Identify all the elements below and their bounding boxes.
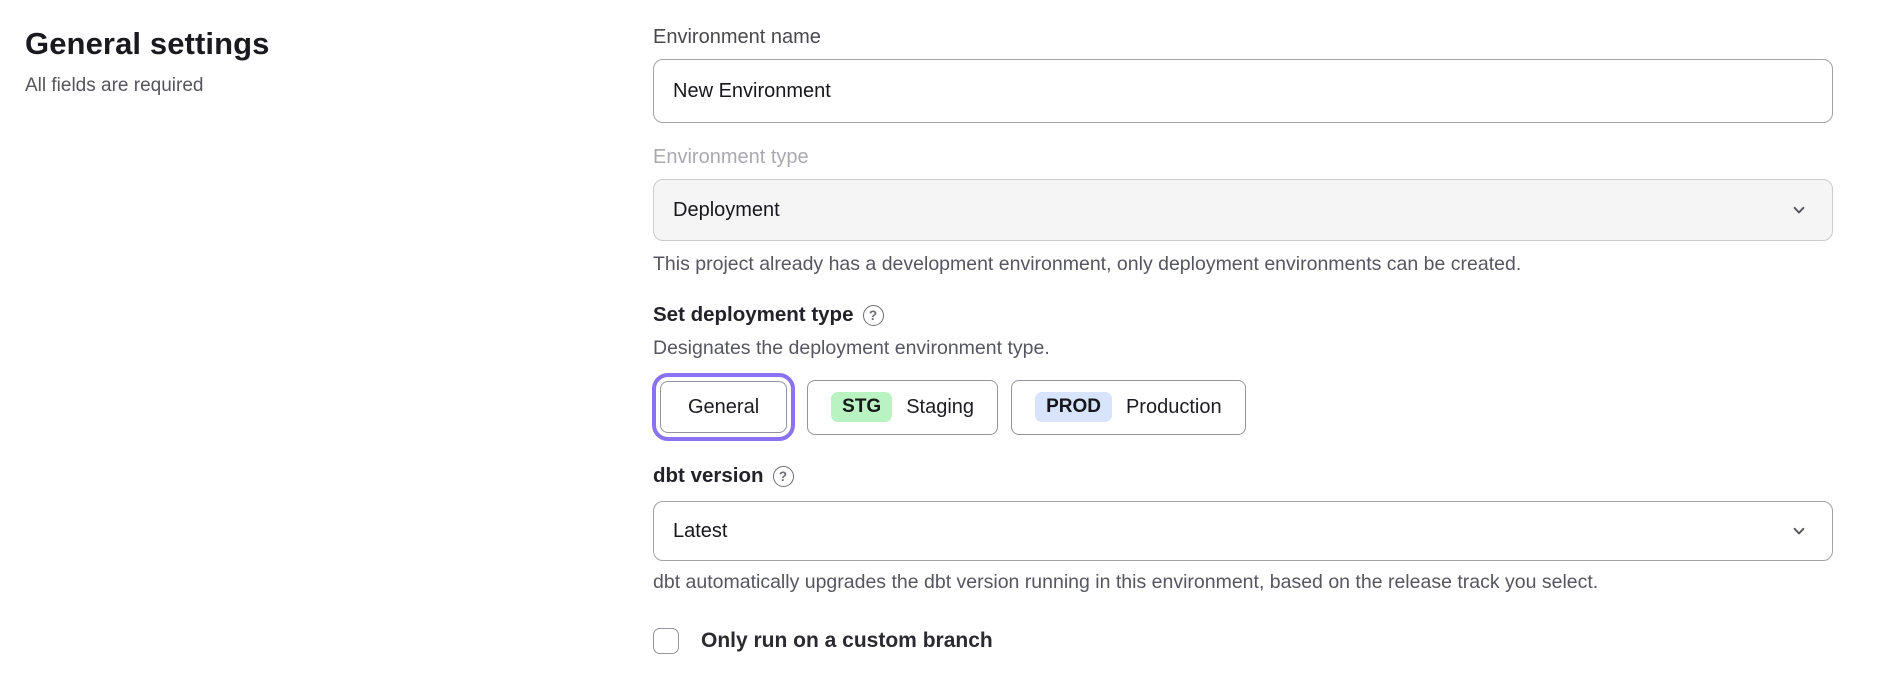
page-title: General settings <box>25 26 270 61</box>
settings-header: General settings All fields are required <box>0 0 653 654</box>
dbt-version-helper: dbt automatically upgrades the dbt versi… <box>653 571 1599 593</box>
settings-form: Environment name Environment type Deploy… <box>651 0 1833 654</box>
deployment-type-general-label: General <box>688 395 760 418</box>
deployment-type-general-button[interactable]: General <box>651 373 796 441</box>
dbt-version-heading: dbt version <box>653 464 764 487</box>
help-icon[interactable]: ? <box>772 465 794 487</box>
chevron-down-icon <box>1793 206 1805 214</box>
help-icon[interactable]: ? <box>862 304 884 326</box>
deployment-type-staging-label: Staging <box>906 395 975 418</box>
deployment-type-heading: Set deployment type <box>653 303 854 326</box>
environment-type-label: Environment type <box>653 146 809 168</box>
environment-type-select[interactable]: Deployment <box>653 179 1833 241</box>
environment-settings-page: General settings All fields are required… <box>0 0 1833 654</box>
deployment-type-production-button[interactable]: PROD Production <box>1011 379 1246 435</box>
deployment-type-production-label: Production <box>1125 395 1222 418</box>
deployment-type-staging-button[interactable]: STG Staging <box>807 379 999 435</box>
production-badge: PROD <box>1035 392 1112 422</box>
dbt-version-field: dbt version ? Latest dbt automatically u… <box>653 464 1833 594</box>
environment-name-field: Environment name <box>653 26 1833 123</box>
environment-type-helper: This project already has a development e… <box>653 253 1522 275</box>
custom-branch-label[interactable]: Only run on a custom branch <box>701 629 993 652</box>
page-subtitle: All fields are required <box>25 75 204 96</box>
environment-name-label: Environment name <box>653 26 821 48</box>
custom-branch-checkbox[interactable] <box>653 628 679 654</box>
chevron-down-icon <box>1793 527 1805 535</box>
staging-badge: STG <box>831 392 893 422</box>
custom-branch-row: Only run on a custom branch <box>653 628 1833 654</box>
deployment-type-options: General STG Staging PROD Production <box>651 373 1833 441</box>
environment-type-value: Deployment <box>673 198 780 221</box>
dbt-version-value: Latest <box>673 519 728 542</box>
deployment-type-description: Designates the deployment environment ty… <box>653 337 1050 359</box>
environment-name-input[interactable] <box>653 59 1833 123</box>
deployment-type-section: Set deployment type ? Designates the dep… <box>651 303 1833 441</box>
dbt-version-select[interactable]: Latest <box>653 501 1833 561</box>
environment-type-field: Environment type Deployment This project… <box>653 146 1833 276</box>
